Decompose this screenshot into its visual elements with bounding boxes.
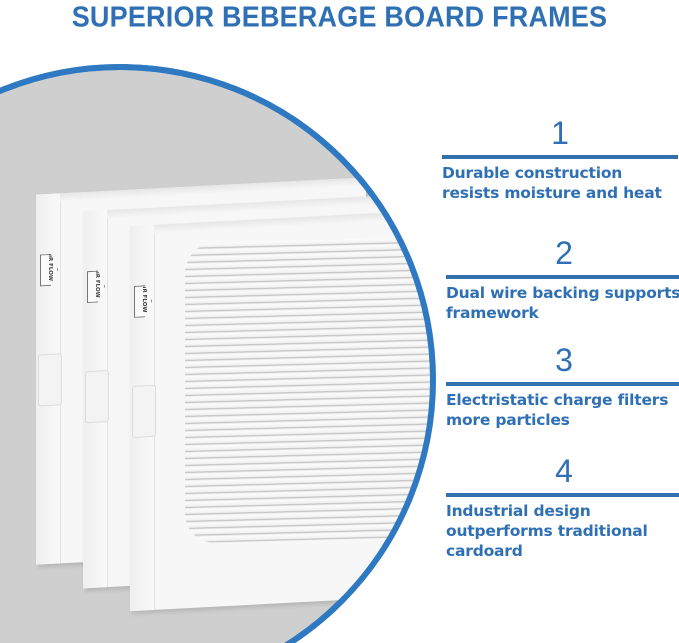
feature-number: 2 [555, 235, 573, 271]
filter-tab [38, 353, 62, 407]
feature-number: 1 [551, 115, 569, 151]
feature-text: Industrial design outperforms traditiona… [446, 502, 648, 560]
divider [446, 382, 679, 386]
feature-text: Electristatic charge filters more partic… [446, 391, 669, 429]
divider [442, 155, 678, 159]
filter-grille [185, 236, 445, 544]
feature-text: Dual wire backing supports framework [446, 284, 679, 322]
feature-2: 2 Dual wire backing supports framework [446, 237, 679, 323]
feature-4: 4 Industrial design outperforms traditio… [446, 455, 679, 561]
page-title: SUPERIOR BEBERAGE BOARD FRAMES [71, 1, 608, 33]
feature-number: 4 [555, 453, 573, 489]
feature-1: 1 Durable construction resists moisture … [442, 117, 678, 203]
divider [446, 493, 679, 497]
feature-3: 3 Electristatic charge filters more part… [446, 344, 679, 430]
divider [446, 275, 679, 279]
filter-tab [85, 370, 109, 424]
feature-number: 3 [555, 342, 573, 378]
feature-text: Durable construction resists moisture an… [442, 164, 662, 202]
filter-tab [132, 384, 156, 439]
